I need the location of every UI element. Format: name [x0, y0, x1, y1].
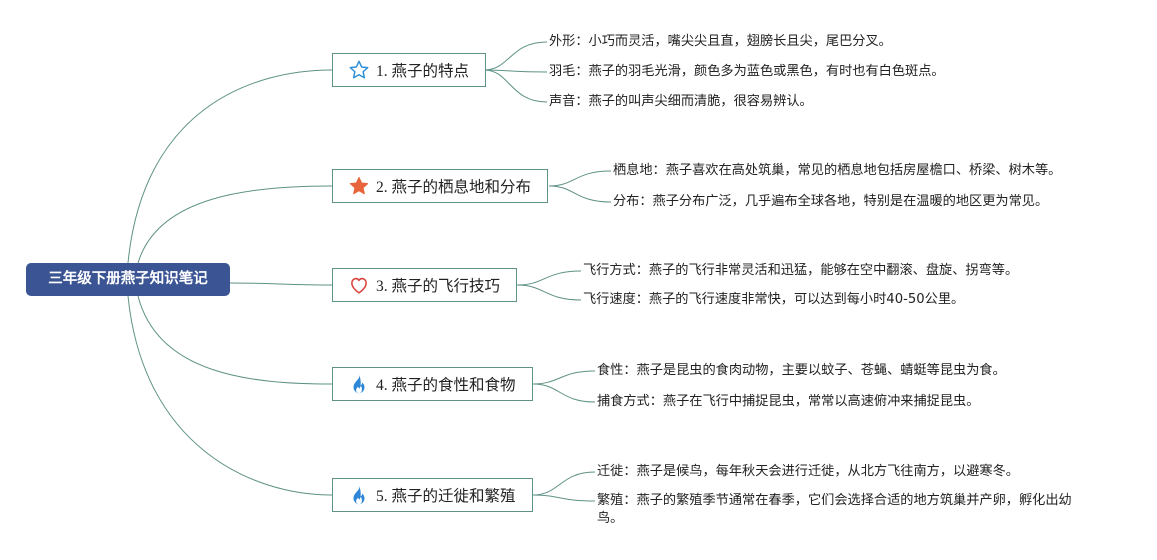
branch-node-2[interactable]: 2. 燕子的栖息地和分布: [332, 169, 549, 203]
leaf-connector: [516, 284, 582, 301]
leaf-item: 声音：燕子的叫声尖细而清脆，很容易辨认。: [549, 94, 813, 109]
leaf-item: 繁殖：燕子的繁殖季节通常在春季，它们会选择合适的地方筑巢并产卵，孵化出幼鸟。: [597, 493, 1072, 526]
flame-icon: [353, 374, 365, 394]
branch-label: 4. 燕子的食性和食物: [376, 377, 516, 394]
root-connector: [137, 295, 333, 385]
star-filled-icon: [349, 176, 369, 195]
leaf-connector: [483, 69, 548, 103]
branch-node-1[interactable]: 1. 燕子的特点: [332, 53, 487, 87]
heart-icon: [351, 277, 367, 294]
leaf-connector: [532, 370, 596, 385]
branch-label: 3. 燕子的飞行技巧: [376, 278, 501, 295]
leaf-item: 飞行速度：燕子的飞行速度非常快，可以达到每小时40-50公里。: [583, 292, 965, 307]
leaf-item: 食性：燕子是昆虫的食肉动物，主要以蚊子、苍蝇、蜻蜓等昆虫为食。: [597, 363, 1006, 378]
leaf-connector: [548, 185, 612, 203]
leaf-connector: [532, 471, 596, 496]
flame-icon: [353, 485, 365, 505]
leaf-item: 栖息地：燕子喜欢在高处筑巢，常见的栖息地包括房屋檐口、桥梁、树木等。: [613, 163, 1062, 178]
leaf-item: 羽毛：燕子的羽毛光滑，颜色多为蓝色或黑色，有时也有白色斑点。: [549, 64, 945, 79]
branch-node-3[interactable]: 3. 燕子的飞行技巧: [332, 268, 518, 302]
leaf-connector: [516, 270, 582, 286]
branch-label: 2. 燕子的栖息地和分布: [376, 179, 532, 196]
star-outline-icon: [349, 60, 369, 79]
leaf-item: 分布：燕子分布广泛，几乎遍布全球各地，特别是在温暖的地区更为常见。: [613, 194, 1049, 209]
leaf-connector: [483, 69, 548, 73]
leaf-connector: [548, 170, 612, 187]
root-node[interactable]: 三年级下册燕子知识笔记: [26, 263, 230, 296]
branch-node-4[interactable]: 4. 燕子的食性和食物: [332, 367, 533, 401]
leaf-item: 捕食方式：燕子在飞行中捕捉昆虫，常常以高速俯冲来捕捉昆虫。: [597, 394, 980, 409]
root-title: 三年级下册燕子知识笔记: [48, 271, 208, 287]
leaf-connector: [532, 383, 596, 403]
root-connector: [137, 185, 333, 264]
leaf-item: 外形：小巧而灵活，嘴尖尖且直，翅膀长且尖，尾巴分叉。: [549, 34, 892, 49]
root-connector: [127, 69, 333, 264]
leaf-connector: [532, 494, 596, 502]
leaf-connector: [483, 41, 548, 71]
leaf-item: 飞行方式：燕子的飞行非常灵活和迅猛，能够在空中翻滚、盘旋、拐弯等。: [583, 263, 1019, 278]
branch-label: 1. 燕子的特点: [376, 63, 470, 80]
root-connector: [127, 295, 333, 496]
branch-label: 5. 燕子的迁徙和繁殖: [376, 488, 516, 505]
leaf-item: 迁徙：燕子是候鸟，每年秋天会进行迁徙，从北方飞往南方，以避寒冬。: [597, 464, 1019, 479]
branch-node-5[interactable]: 5. 燕子的迁徙和繁殖: [332, 478, 533, 512]
root-connector: [229, 282, 333, 286]
